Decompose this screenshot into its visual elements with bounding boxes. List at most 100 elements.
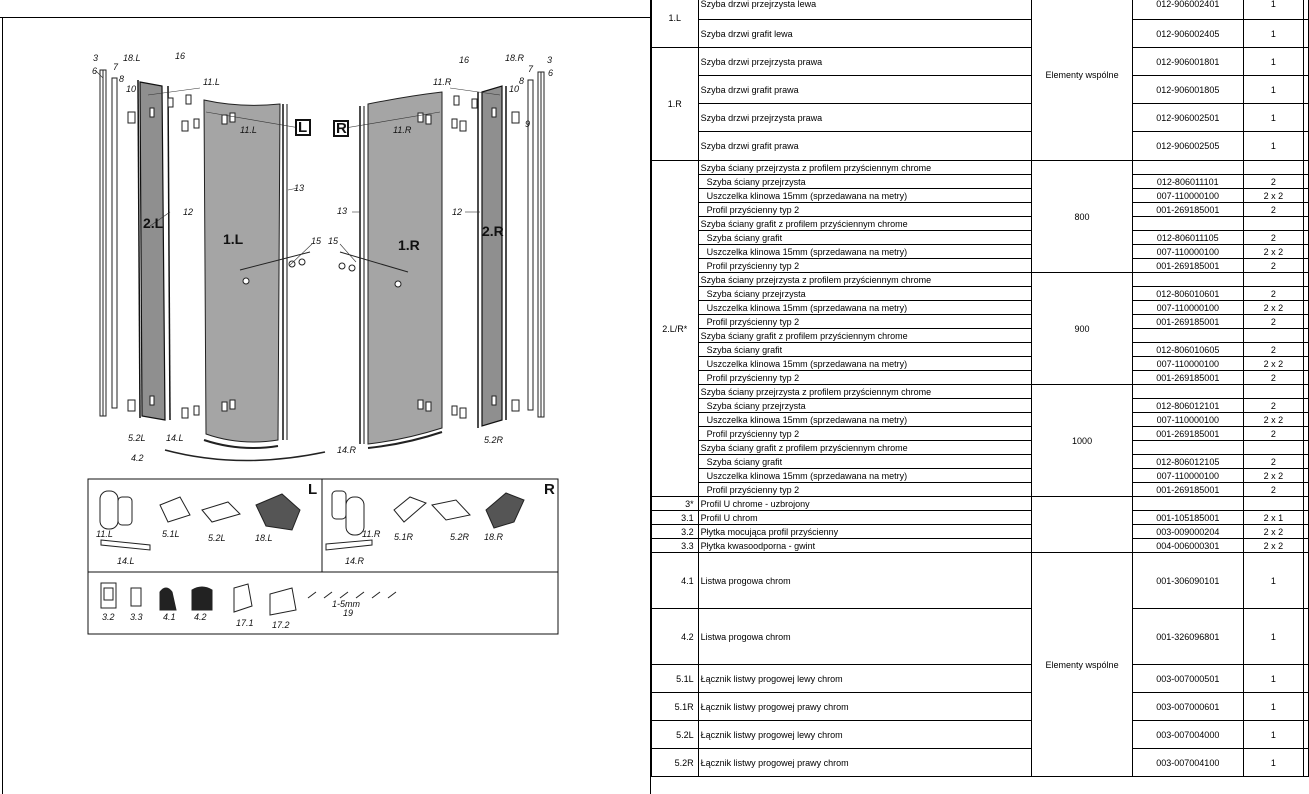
left-wall-profile (99, 69, 118, 417)
cell-part-name: Listwa progowa chrom (697, 552, 1033, 609)
cell-part-name: Szyba drzwi przejrzysta prawa (697, 47, 1033, 76)
kit-1-5mm: 1-5mm (332, 599, 361, 609)
cell-part-name: Profil przyścienny typ 2 (697, 370, 1033, 385)
cell-quantity: 2 x 2 (1242, 524, 1304, 539)
cell-part-id: 5.2R (651, 748, 699, 777)
cell-edge (1302, 258, 1309, 273)
cell-catalog-number (1131, 216, 1244, 231)
label-8-right: 8 (519, 76, 524, 86)
kit-left-5-2L: 5.2L (208, 533, 226, 543)
cell-quantity: 1 (1242, 75, 1304, 104)
left-threshold (164, 439, 326, 462)
kit-left-11L: 11.L (96, 529, 113, 539)
cell-quantity (1242, 384, 1304, 399)
left-leader-lines (94, 69, 313, 266)
cell-catalog-number: 001-105185001 (1131, 510, 1244, 525)
cell-edge (1302, 720, 1309, 749)
cell-quantity: 2 (1242, 286, 1304, 301)
cell-size: 800 (1031, 160, 1133, 273)
cell-size: 1000 (1031, 384, 1133, 497)
label-15-right: 15 (328, 236, 339, 246)
kit-17-2: 17.2 (272, 620, 290, 630)
cell-quantity: 2 (1242, 230, 1304, 245)
table-row: Uszczelka klinowa 15mm (sprzedawana na m… (652, 300, 1309, 315)
label-13-right: 13 (337, 206, 347, 216)
cell-part-name: Szyba drzwi przejrzysta lewa (697, 0, 1033, 20)
cell-quantity: 2 (1242, 174, 1304, 189)
cell-part-name: Szyba ściany przejrzysta (697, 398, 1033, 413)
cell-quantity: 1 (1242, 664, 1304, 693)
cell-catalog-number: 001-326096801 (1131, 608, 1244, 665)
kit-box-common (87, 571, 559, 635)
cell-quantity: 2 x 2 (1242, 188, 1304, 203)
cell-catalog-number: 007-110000100 (1131, 244, 1244, 259)
right-side-marker: R (336, 120, 347, 137)
label-11L-top: 11.L (203, 77, 220, 87)
cell-catalog-number: 007-110000100 (1131, 412, 1244, 427)
label-1L: 1.L (223, 231, 244, 247)
kit-right-letter: R (544, 481, 555, 498)
table-row: Szyba ściany grafit z profilem przyścien… (652, 216, 1309, 231)
left-side-marker: L (298, 119, 307, 136)
cell-catalog-number: 001-269185001 (1131, 482, 1244, 497)
cell-part-name: Szyba ściany przejrzysta z profilem przy… (697, 384, 1033, 399)
cell-edge (1302, 412, 1309, 427)
cell-size: Elementy wspólne (1031, 552, 1133, 777)
cell-edge (1302, 398, 1309, 413)
cell-edge (1302, 216, 1309, 231)
cell-catalog-number: 007-110000100 (1131, 468, 1244, 483)
cell-quantity (1242, 160, 1304, 175)
cell-part-id: 3.1 (651, 510, 699, 525)
kit-right-18R: 18.R (484, 532, 504, 542)
cell-edge (1302, 664, 1309, 693)
table-row: Szyba ściany przejrzysta z profilem przy… (652, 272, 1309, 385)
cell-catalog-number: 001-269185001 (1131, 426, 1244, 441)
right-door-glass-1R (359, 91, 443, 445)
cell-part-name: Szyba ściany przejrzysta z profilem przy… (697, 160, 1033, 175)
cell-part-name: Szyba ściany przejrzysta z profilem przy… (697, 272, 1033, 287)
cell-edge (1302, 160, 1309, 175)
table-row: 2.L/R*Szyba ściany przejrzysta z profile… (651, 160, 1309, 497)
cell-edge (1302, 19, 1309, 48)
cell-part-name: Szyba ściany przejrzysta (697, 286, 1033, 301)
cell-part-name: Płytka kwasoodporna - gwint (697, 538, 1033, 553)
cell-quantity: 2 (1242, 314, 1304, 329)
cell-quantity: 2 x 2 (1242, 356, 1304, 371)
cell-part-name: Łącznik listwy progowej lewy chrom (697, 720, 1033, 749)
table-row: Szyba ściany grafit z profilem przyścien… (652, 440, 1309, 455)
cell-catalog-number: 007-110000100 (1131, 356, 1244, 371)
cell-catalog-number: 001-306090101 (1131, 552, 1244, 609)
cell-edge (1302, 510, 1309, 525)
cell-part-id: 3.2 (651, 524, 699, 539)
cell-edge (1302, 356, 1309, 371)
cell-catalog-number: 012-906001805 (1131, 75, 1244, 104)
cell-edge (1302, 131, 1309, 161)
label-3-left: 3 (93, 53, 98, 63)
cell-part-name: Uszczelka klinowa 15mm (sprzedawana na m… (697, 300, 1033, 315)
cell-part-id: 3.3 (651, 538, 699, 553)
cell-quantity: 2 x 1 (1242, 510, 1304, 525)
cell-quantity: 1 (1242, 131, 1304, 161)
label-7-right: 7 (528, 64, 534, 74)
cell-catalog-number: 007-110000100 (1131, 188, 1244, 203)
cell-part-name: Uszczelka klinowa 15mm (sprzedawana na m… (697, 468, 1033, 483)
kit-right-5-1R: 5.1R (394, 532, 414, 542)
exploded-assembly-diagram: L R 3 6 7 18.L 16 8 10 11.L 11.L (87, 51, 559, 635)
kit-17-1: 17.1 (236, 618, 254, 628)
cell-catalog-number: 004-006000301 (1131, 538, 1244, 553)
table-row: Uszczelka klinowa 15mm (sprzedawana na m… (652, 356, 1309, 371)
cell-edge (1302, 272, 1309, 287)
kit-left-14L: 14.L (117, 556, 135, 566)
cell-quantity: 1 (1242, 608, 1304, 665)
